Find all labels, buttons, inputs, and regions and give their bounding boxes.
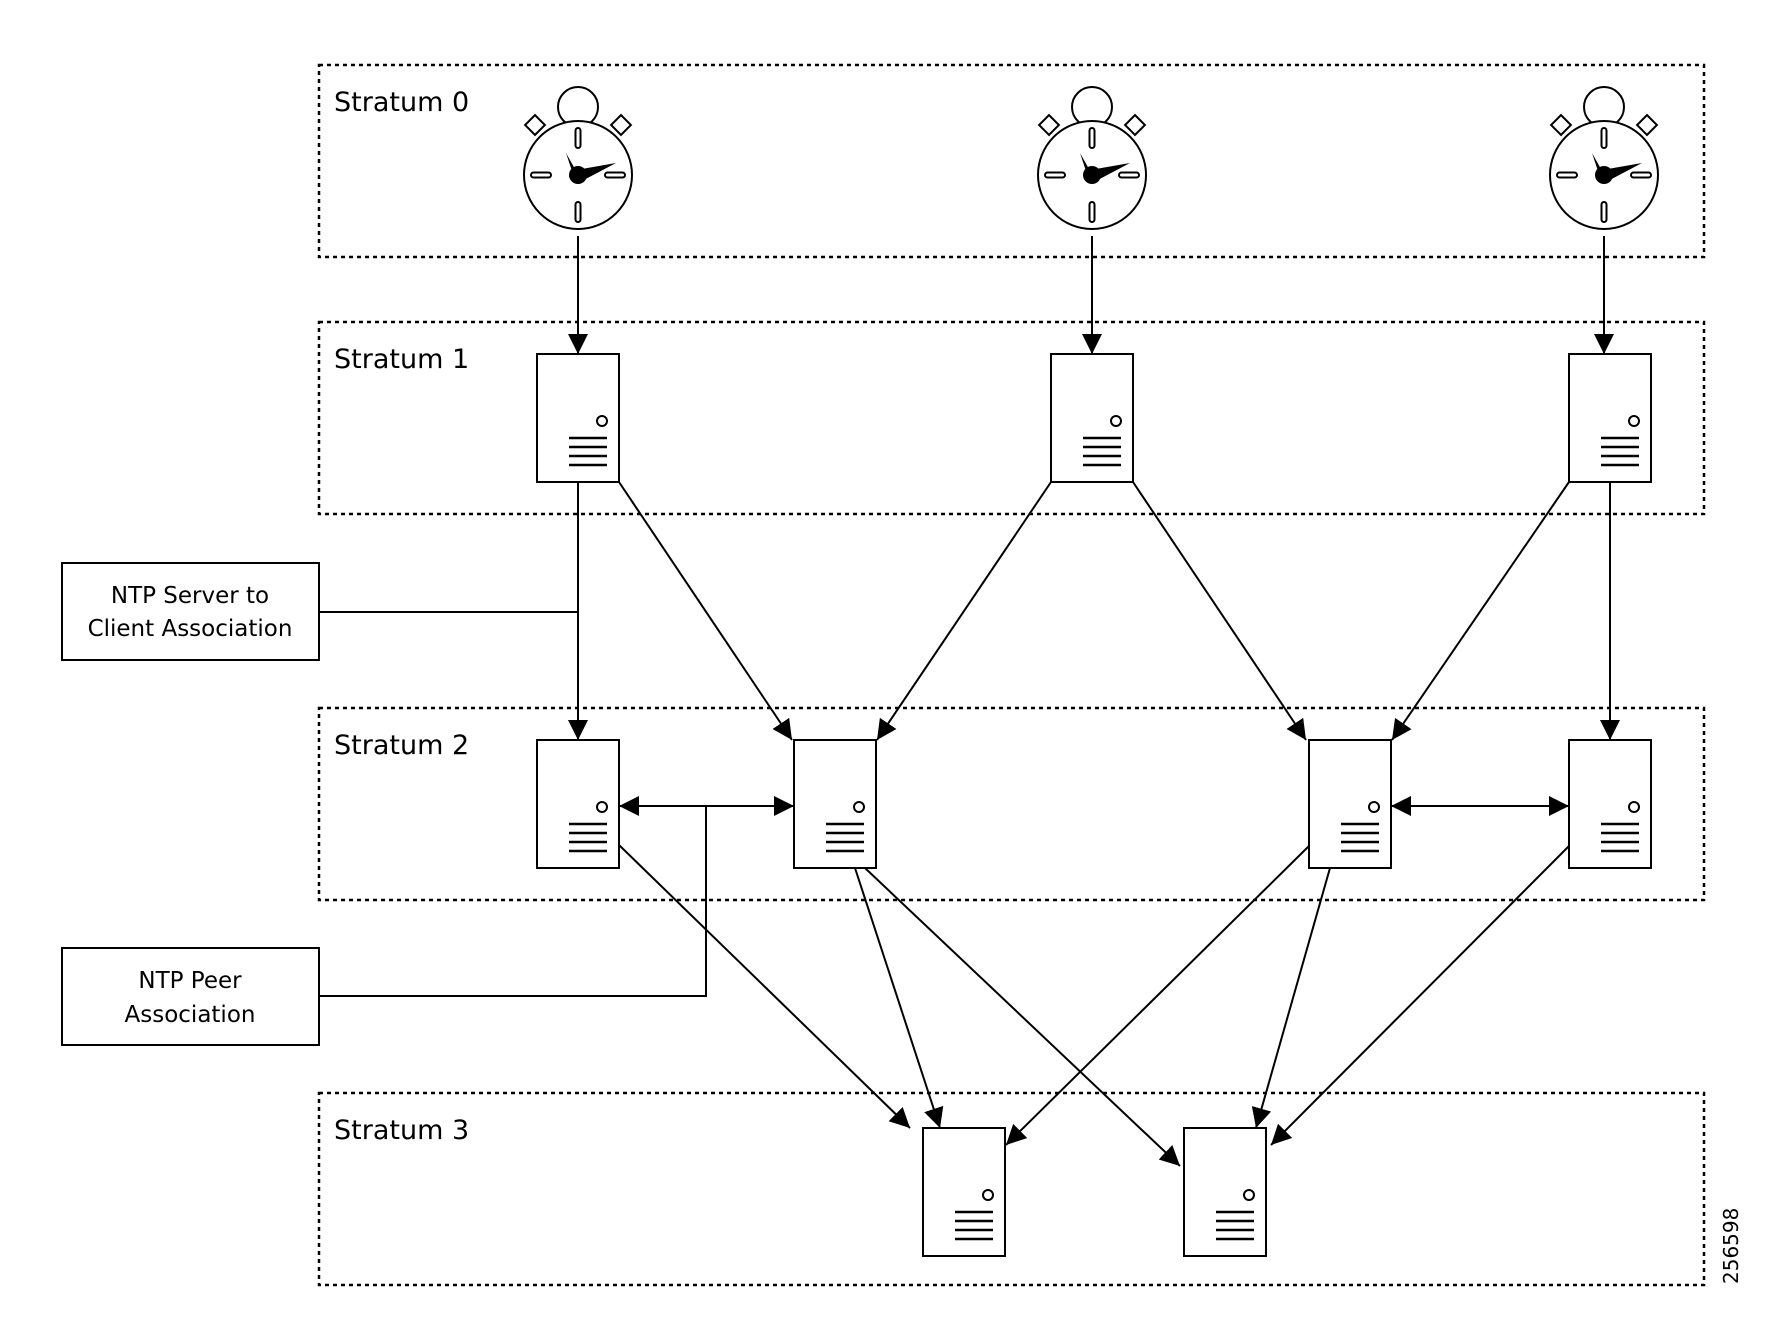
server-client-callout: NTP Server to Client Association: [61, 562, 578, 661]
stratum-0-label: Stratum 0: [334, 87, 469, 118]
server-icon: [792, 738, 878, 870]
figure-id: 256598: [1719, 1208, 1743, 1284]
clock-to-server-links: [568, 236, 1614, 354]
server-client-callout-line2: Client Association: [88, 616, 293, 642]
server-icon: [1307, 738, 1393, 870]
server-icon: [535, 352, 621, 484]
stratum-1-box: Stratum 1: [317, 320, 1706, 516]
stopwatch-clock-icon: [1549, 86, 1659, 230]
server-icon: [1567, 352, 1653, 484]
server-icon: [1049, 352, 1135, 484]
stratum-2-label: Stratum 2: [334, 730, 469, 761]
peer-callout: NTP Peer Association: [61, 806, 707, 1046]
stratum-1-label: Stratum 1: [334, 344, 469, 375]
stratum-3-box: Stratum 3: [317, 1091, 1706, 1287]
server-icon: [921, 1126, 1007, 1258]
stratum-0-box: Stratum 0: [317, 63, 1706, 259]
peer-callout-line2: Association: [125, 1002, 256, 1028]
server-to-client-links: [568, 481, 1620, 741]
stratum-3-label: Stratum 3: [334, 1115, 469, 1146]
server-icon: [535, 738, 621, 870]
stopwatch-clock-icon: [523, 86, 633, 230]
server-icon: [1182, 1126, 1268, 1258]
stratum-3-links: [618, 844, 1570, 1167]
peer-callout-line1: NTP Peer: [138, 968, 242, 994]
stopwatch-clock-icon: [1037, 86, 1147, 230]
server-client-callout-line1: NTP Server to: [111, 583, 269, 609]
server-icon: [1567, 738, 1653, 870]
stratum-2-box: Stratum 2: [317, 706, 1706, 902]
